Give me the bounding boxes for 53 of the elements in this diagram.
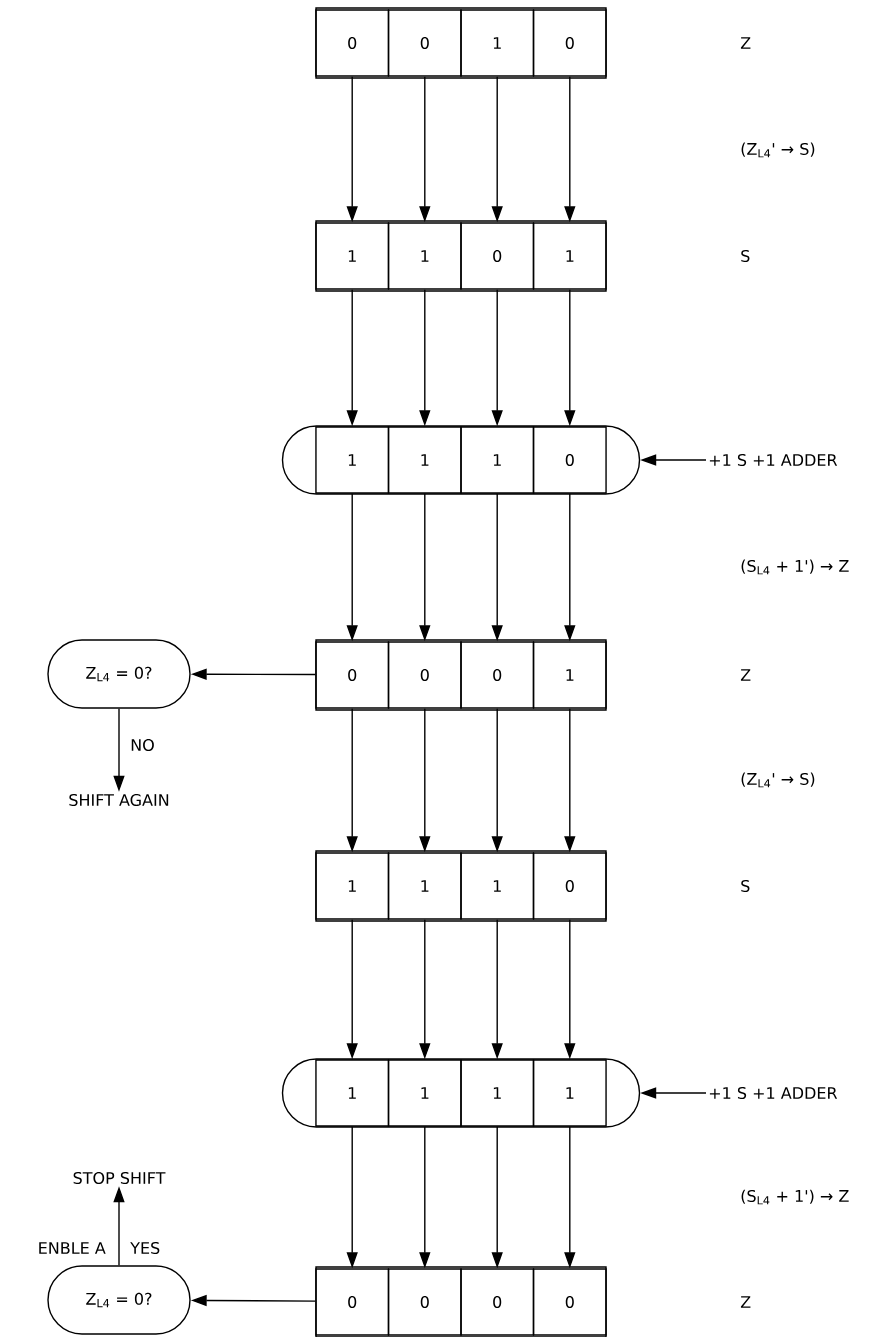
side-note: (Z$_{L4}$' → S): [741, 142, 815, 158]
register-cell: 1: [315, 426, 390, 494]
input-label: +1 S +1 ADDER: [709, 1086, 838, 1100]
register-cell: 0: [532, 426, 607, 494]
register-cell: 1: [387, 426, 462, 494]
register-cell: 0: [387, 1268, 462, 1336]
register-box: [315, 639, 607, 711]
register-cell: 1: [387, 1059, 462, 1127]
decision-box: Z$_{L4}$ = 0?: [47, 639, 191, 709]
register-cell: 0: [387, 641, 462, 709]
decision-box: Z$_{L4}$ = 0?: [47, 1265, 191, 1335]
adder-capsule: [281, 425, 641, 495]
side-note: S: [741, 249, 750, 263]
side-note: (S$_{L4}$ + 1') → Z: [741, 559, 849, 575]
register-cell: 1: [387, 852, 462, 920]
edge-label: YES: [128, 1239, 163, 1257]
register-cell: 0: [460, 222, 535, 290]
register-cell: 0: [315, 1268, 390, 1336]
register-cell: 1: [532, 641, 607, 709]
side-note: S: [741, 879, 750, 893]
register-cell: 0: [532, 9, 607, 77]
outcome-label: STOP SHIFT: [73, 1171, 166, 1185]
register-cell: 1: [532, 222, 607, 290]
register-cell: 1: [532, 1059, 607, 1127]
register-cell: 0: [460, 641, 535, 709]
register-cell: 0: [532, 852, 607, 920]
register-cell: 1: [315, 222, 390, 290]
side-note: (S$_{L4}$ + 1') → Z: [741, 1189, 849, 1205]
register-box: [315, 220, 607, 292]
side-note: ENBLE A: [39, 1242, 106, 1254]
side-note: Z: [740, 37, 751, 49]
register-cell: 0: [315, 641, 390, 709]
register-cell: 0: [315, 9, 390, 77]
register-cell: 1: [315, 852, 390, 920]
register-cell: 0: [460, 1268, 535, 1336]
outcome-label: SHIFT AGAIN: [69, 793, 169, 807]
adder-capsule: [281, 1058, 641, 1128]
register-cell: 0: [387, 9, 462, 77]
edge-label: NO: [128, 736, 157, 754]
register-box: [315, 1266, 607, 1337]
input-label: +1 S +1 ADDER: [709, 453, 838, 467]
register-cell: 1: [460, 1059, 535, 1127]
register-cell: 0: [532, 1268, 607, 1336]
register-box: [315, 850, 607, 922]
register-cell: 1: [387, 222, 462, 290]
register-cell: 1: [460, 426, 535, 494]
side-note: Z: [740, 1296, 751, 1308]
side-note: (Z$_{L4}$' → S): [741, 772, 815, 788]
register-box: [315, 7, 607, 79]
register-cell: 1: [460, 852, 535, 920]
side-note: Z: [740, 669, 751, 681]
register-cell: 1: [315, 1059, 390, 1127]
register-cell: 1: [460, 9, 535, 77]
